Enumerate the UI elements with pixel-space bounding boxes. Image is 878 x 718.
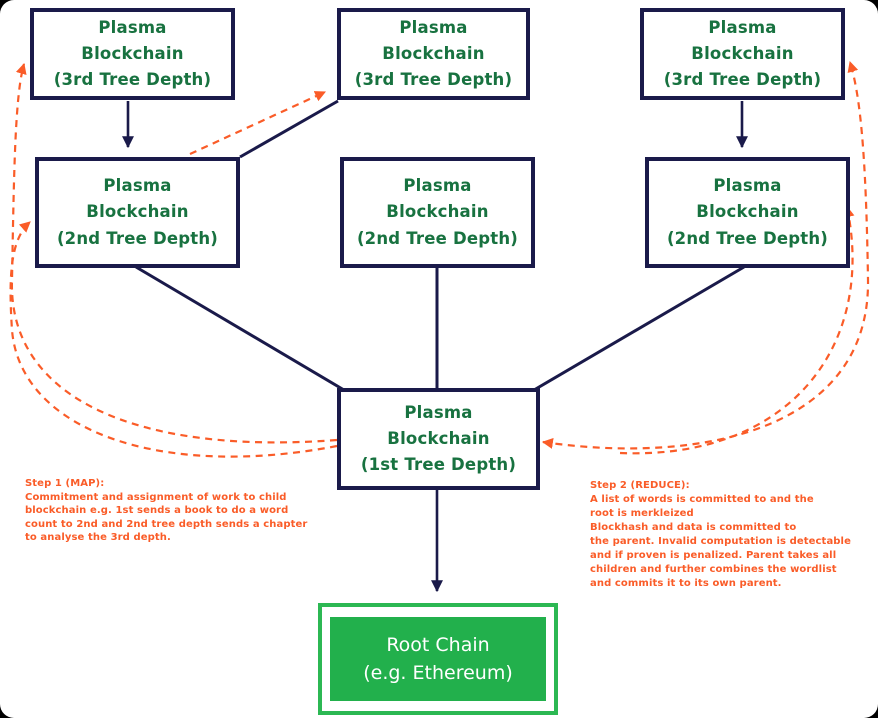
node-label-3rd-right: Plasma Blockchain (3rd Tree Depth) — [663, 17, 822, 90]
node-plasma-2nd-right: Plasma Blockchain (2nd Tree Depth) — [645, 157, 850, 268]
node-plasma-1st: Plasma Blockchain (1st Tree Depth) — [337, 388, 540, 490]
map-arrow-2nd-left-to-3rd-mid — [189, 91, 326, 155]
edge-2nd-left-to-3rd-mid — [239, 99, 339, 159]
annotation-step1-map: Step 1 (MAP): Commitment and assignment … — [25, 478, 308, 543]
annotation-step2-reduce: Step 2 (REDUCE): A list of words is comm… — [590, 480, 851, 589]
node-label-1st: Plasma Blockchain (1st Tree Depth) — [360, 402, 517, 475]
node-label-2nd-left: Plasma Blockchain (2nd Tree Depth) — [56, 176, 219, 248]
node-plasma-3rd-mid: Plasma Blockchain (3rd Tree Depth) — [337, 8, 530, 100]
node-plasma-2nd-left: Plasma Blockchain (2nd Tree Depth) — [35, 157, 240, 268]
node-plasma-3rd-right: Plasma Blockchain (3rd Tree Depth) — [640, 8, 845, 100]
map-arrow-1st-to-2nd-left — [9, 221, 338, 458]
edge-2nd-right-to-1st — [533, 265, 745, 392]
edge-2nd-left-to-1st — [135, 265, 345, 392]
root-chain-inner: Root Chain (e.g. Ethereum) — [330, 617, 546, 701]
root-chain-label: Root Chain (e.g. Ethereum) — [363, 633, 513, 685]
node-label-3rd-mid: Plasma Blockchain (3rd Tree Depth) — [354, 17, 513, 90]
map-arrow-1st-to-3rd-left — [10, 62, 338, 444]
node-plasma-2nd-mid: Plasma Blockchain (2nd Tree Depth) — [340, 157, 535, 268]
reduce-arrow-right-top — [541, 60, 870, 450]
node-label-2nd-right: Plasma Blockchain (2nd Tree Depth) — [666, 176, 829, 248]
node-label-2nd-mid: Plasma Blockchain (2nd Tree Depth) — [356, 176, 519, 248]
node-plasma-3rd-left: Plasma Blockchain (3rd Tree Depth) — [30, 8, 235, 100]
node-root-chain: Root Chain (e.g. Ethereum) — [318, 603, 558, 715]
reduce-arrow-right-2nd — [619, 205, 855, 455]
node-label-3rd-left: Plasma Blockchain (3rd Tree Depth) — [53, 17, 212, 90]
